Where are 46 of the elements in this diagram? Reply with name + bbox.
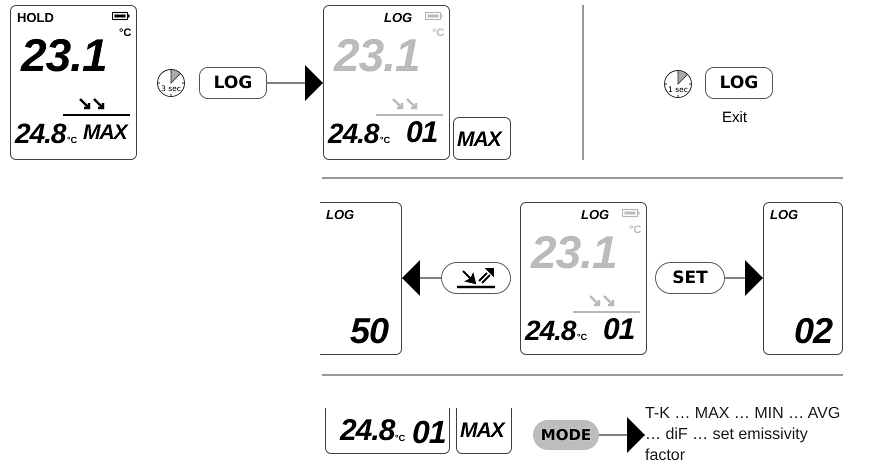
lcd-display — [520, 202, 647, 355]
log-button: LOG — [705, 67, 773, 99]
log-button: LOG — [199, 67, 267, 99]
unit-label: °C — [380, 136, 390, 145]
mode-button: MODE — [533, 420, 599, 450]
lcd-display — [453, 117, 511, 160]
sensor-button — [441, 262, 511, 294]
caption-label: Exit — [722, 110, 748, 125]
temperature-reading: 24.8 — [340, 416, 394, 446]
temperature-reading: 24.8 — [525, 317, 576, 345]
unit-label: °C — [629, 225, 642, 236]
temperature-reading: 23.1 — [334, 32, 420, 78]
status-indicator: LOG — [384, 11, 412, 24]
memory-number: 02 — [794, 313, 832, 349]
temperature-reading: 23.1 — [21, 32, 107, 78]
unit-label: °C — [67, 136, 78, 145]
unit-label: °C — [577, 333, 588, 342]
mode-indicator: MAX — [83, 122, 127, 143]
temperature-reading: 24.8 — [328, 120, 378, 148]
arrow — [402, 260, 442, 296]
unit-label: °C — [395, 434, 406, 443]
lcd-display — [323, 5, 450, 160]
status-indicator: HOLD — [17, 11, 54, 24]
lcd-display — [10, 5, 137, 160]
memory-number: 50 — [350, 313, 388, 349]
arrow — [598, 417, 646, 453]
arrow — [724, 260, 764, 296]
temperature-reading: 24.8 — [15, 120, 66, 148]
lcd-display — [763, 202, 843, 355]
lcd-display — [456, 408, 512, 454]
memory-number: 01 — [603, 315, 634, 345]
memory-number: 01 — [406, 118, 438, 148]
memory-number: 01 — [412, 416, 446, 448]
lcd-display — [320, 202, 402, 355]
status-indicator: LOG — [581, 208, 610, 221]
arrow — [266, 65, 324, 101]
unit-label: °C — [119, 28, 132, 39]
mode-indicator: MAX — [460, 420, 504, 441]
lcd-display — [325, 408, 450, 454]
status-indicator: LOG — [770, 208, 798, 221]
set-button: SET — [655, 262, 725, 294]
status-indicator: LOG — [326, 208, 354, 221]
description-text: T-K … MAX … MIN … AVG … diF … set emissivity factor — [645, 403, 850, 469]
mode-indicator: MAX — [457, 129, 501, 150]
unit-label: °C — [432, 28, 444, 39]
temperature-reading: 23.1 — [531, 229, 617, 275]
